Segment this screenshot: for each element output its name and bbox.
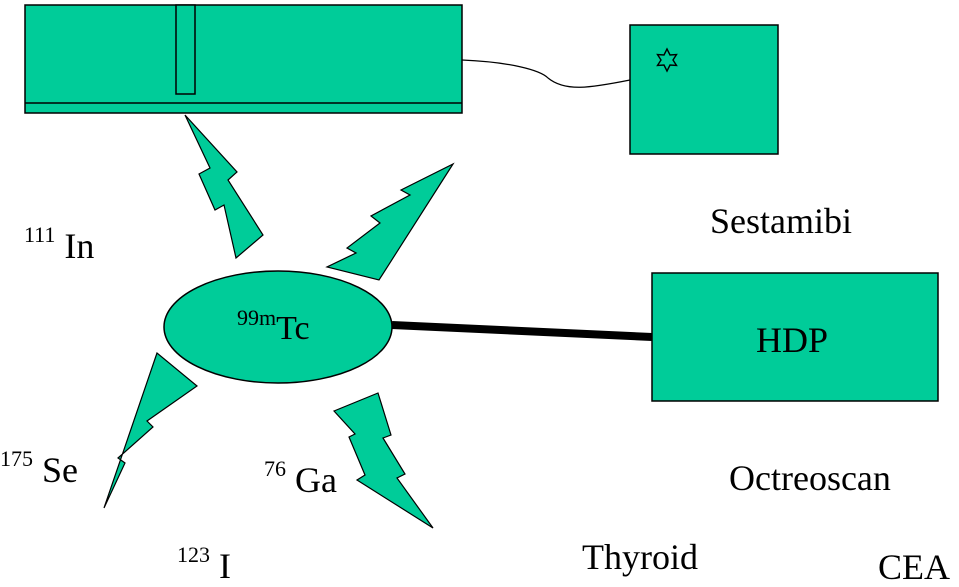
lightning-bolt-lower-right xyxy=(332,392,434,529)
lightning-bolt-top xyxy=(184,114,264,260)
agent-octreoscan-label: Octreoscan xyxy=(729,458,891,498)
isotope-i-symbol: I xyxy=(219,546,231,586)
isotope-ga-label: 76 Ga xyxy=(264,458,337,500)
isotope-in-mass: 111 xyxy=(24,222,56,247)
lightning-bolt-lower-left xyxy=(103,351,198,509)
isotope-in-label: 111 In xyxy=(24,224,95,266)
gamma-camera-head xyxy=(24,4,463,114)
tc-label: 99mTc xyxy=(237,307,310,347)
tc-mass: 99m xyxy=(237,305,277,330)
hdp-box xyxy=(651,272,939,402)
hdp-label: HDP xyxy=(756,320,829,360)
star-icon xyxy=(656,47,678,73)
isotope-se-symbol: Se xyxy=(42,450,78,490)
computer-box xyxy=(629,24,779,155)
isotope-se-label: 175 Se xyxy=(0,448,78,490)
isotope-ga-mass: 76 xyxy=(264,456,286,481)
agent-cea-label: CEA xyxy=(878,547,950,587)
isotope-in-symbol: In xyxy=(64,226,95,266)
tc-hdp-connector xyxy=(391,321,653,341)
agent-sestamibi-label: Sestamibi xyxy=(710,201,852,241)
lightning-bolt-upper-right xyxy=(325,162,455,281)
tc-ellipse xyxy=(163,270,393,384)
collimator-slot xyxy=(175,4,196,95)
agent-thyroid-label: Thyroid xyxy=(582,537,698,577)
tc-symbol: Tc xyxy=(276,310,310,347)
detector-cable xyxy=(461,59,631,88)
isotope-i-label: 123 I xyxy=(177,544,231,586)
isotope-se-mass: 175 xyxy=(0,446,33,471)
isotope-ga-symbol: Ga xyxy=(295,460,337,500)
isotope-i-mass: 123 xyxy=(177,542,210,567)
